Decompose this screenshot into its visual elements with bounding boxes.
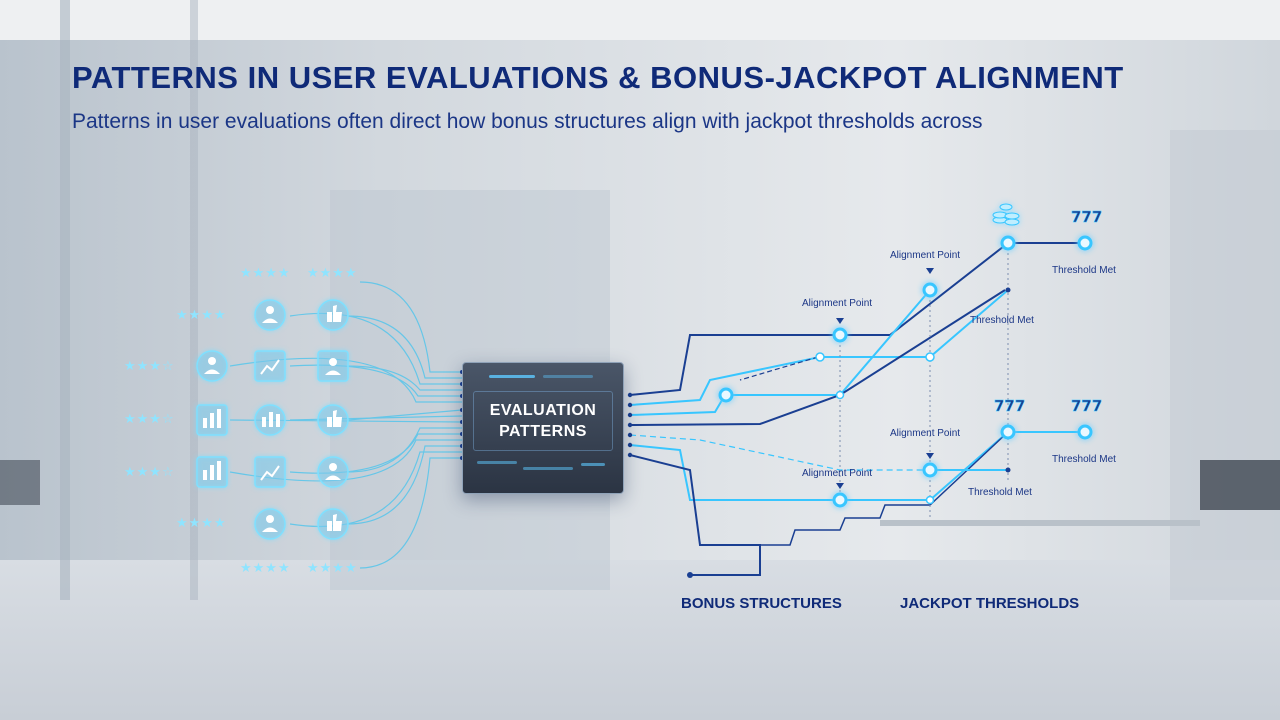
- rating-top-left: ★★★★: [240, 266, 291, 281]
- node-threshold-lower-left: [1000, 424, 1016, 440]
- small-nodes: [815, 352, 935, 505]
- page-title: PATTERNS IN USER EVALUATIONS & BONUS-JAC…: [72, 60, 1124, 95]
- threshold-met-label-1: Threshold Met: [1052, 265, 1116, 276]
- coin-stack-icon: [992, 203, 1020, 226]
- rating-row-1: ★★★★: [176, 308, 227, 323]
- user-icon: [254, 299, 286, 331]
- svg-text:777: 777: [1071, 208, 1102, 226]
- evaluation-patterns-label-box: EVALUATION PATTERNS: [473, 391, 613, 451]
- threshold-dotted-lines: [839, 243, 1009, 520]
- svg-text:777: 777: [1071, 397, 1102, 415]
- card-line-2: PATTERNS: [499, 423, 587, 440]
- slot-777-icon: 777 777 777: [994, 208, 1103, 416]
- alignment-point-label-4: Alignment Point: [802, 468, 873, 479]
- svg-text:777: 777: [994, 397, 1025, 415]
- node-align-upper-left: [832, 327, 848, 343]
- trend-chart-icon: [254, 456, 286, 488]
- bonus-structures-label: BONUS STRUCTURES: [681, 595, 842, 612]
- rating-top-right: ★★★★: [307, 266, 358, 281]
- rating-row-3: ★★★☆: [124, 412, 175, 427]
- rating-row-2: ★★★☆: [124, 359, 175, 374]
- threshold-met-label-2: Threshold Met: [970, 315, 1034, 326]
- user-icon: [254, 508, 286, 540]
- node-threshold-lower-right: [1077, 424, 1093, 440]
- alignment-markers: [836, 268, 934, 489]
- jackpot-thresholds-label: JACKPOT THRESHOLDS: [900, 595, 1080, 612]
- alignment-point-label-2: Alignment Point: [802, 298, 873, 309]
- card-line-1: EVALUATION: [489, 402, 597, 419]
- user-icon: [196, 350, 228, 382]
- node-align-upper-right: [922, 282, 938, 298]
- alignment-nodes: [718, 235, 1093, 508]
- node-align-lower-right: [922, 462, 938, 478]
- alignment-point-label-3: Alignment Point: [890, 428, 961, 439]
- rating-row-4: ★★★☆: [124, 465, 175, 480]
- node-threshold-upper-left: [1000, 235, 1016, 251]
- threshold-met-label-3: Threshold Met: [1052, 454, 1116, 465]
- node-mid-1: [718, 387, 734, 403]
- rating-row-5: ★★★★: [176, 516, 227, 531]
- evaluation-patterns-card: EVALUATION PATTERNS: [462, 362, 624, 494]
- node-threshold-upper-right: [1077, 235, 1093, 251]
- trend-chart-icon: [254, 350, 286, 382]
- rating-bottom-right: ★★★★: [307, 561, 358, 576]
- alignment-point-label-1: Alignment Point: [890, 250, 961, 261]
- threshold-met-label-4: Threshold Met: [968, 487, 1032, 498]
- user-icon: [317, 456, 349, 488]
- rating-bottom-left: ★★★★: [240, 561, 291, 576]
- output-connector-starts: [627, 287, 1011, 578]
- node-align-lower-left: [832, 492, 848, 508]
- page-subtitle: Patterns in user evaluations often direc…: [72, 110, 983, 133]
